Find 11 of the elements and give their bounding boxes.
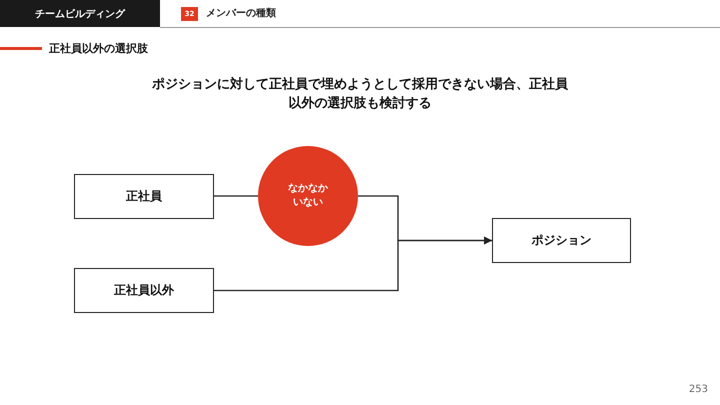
slide-title: ポジションに対して正社員で埋めようとして採用できない場合、正社員以外の選択肢も検討する [151,76,569,113]
section-title: 正社員以外の選択肢 [49,41,148,56]
header-tab: チームビルディング [0,0,160,27]
arrow [214,236,492,292]
process-box: 正社員以外 [74,268,214,313]
process-box: 正社員 [74,174,214,219]
chapter-title: メンバーの種類 [206,6,276,20]
connector-line [214,195,258,197]
process-box: ポジション [492,218,631,263]
status-circle: なかなかいない [258,146,358,246]
page-number: 253 [688,384,708,395]
